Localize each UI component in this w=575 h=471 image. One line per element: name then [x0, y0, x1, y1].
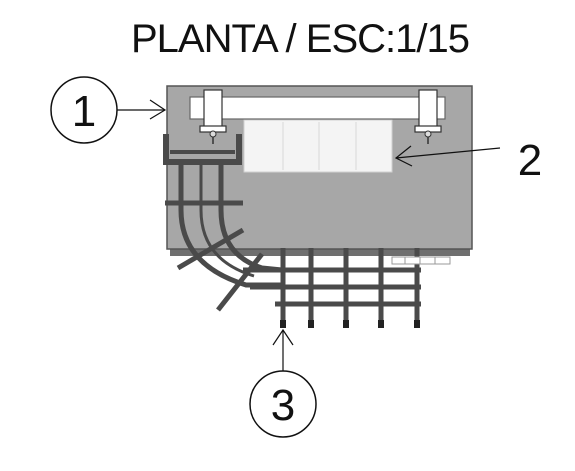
top-plate — [189, 89, 446, 144]
tray-rung — [176, 227, 245, 271]
bolt-head — [424, 130, 432, 138]
grid-foot — [378, 320, 384, 328]
drawing-title: PLANTA / ESC:1/15 — [131, 17, 469, 61]
module-block — [243, 119, 393, 173]
grid-foot — [280, 320, 286, 328]
tray-rung — [216, 252, 264, 312]
callout-1-label: 1 — [72, 87, 96, 136]
bolt-body — [418, 89, 438, 129]
plate-bar — [189, 96, 446, 120]
tray-inner-rail — [218, 162, 283, 273]
grid-foot — [308, 320, 314, 328]
right-bolt — [414, 89, 442, 144]
callout-2-leader — [395, 147, 501, 159]
equipment-modules — [243, 119, 393, 173]
housing-shadow — [170, 248, 470, 256]
callout-3-arrowhead — [272, 328, 294, 346]
cable-tray — [165, 162, 283, 312]
callout-2-arrowhead — [394, 145, 413, 167]
bracket-left — [163, 134, 169, 164]
bracket-right — [236, 134, 242, 164]
clamp-plate — [391, 256, 451, 265]
ladder-grid — [243, 248, 421, 328]
grid-foot — [343, 320, 349, 328]
callout-1-arrowhead — [149, 99, 167, 120]
bracket-inner — [170, 150, 235, 154]
callout-2-label: 2 — [518, 136, 542, 185]
bolt-body — [203, 89, 223, 129]
callout-2: 2 — [394, 136, 542, 185]
grid-foot — [414, 320, 420, 328]
callout-3: 3 — [249, 328, 317, 438]
bolt-head — [209, 130, 217, 138]
left-bolt — [199, 89, 227, 144]
callout-1: 1 — [50, 76, 167, 144]
clamp-detail — [391, 256, 451, 265]
callout-3-label: 3 — [271, 381, 295, 430]
